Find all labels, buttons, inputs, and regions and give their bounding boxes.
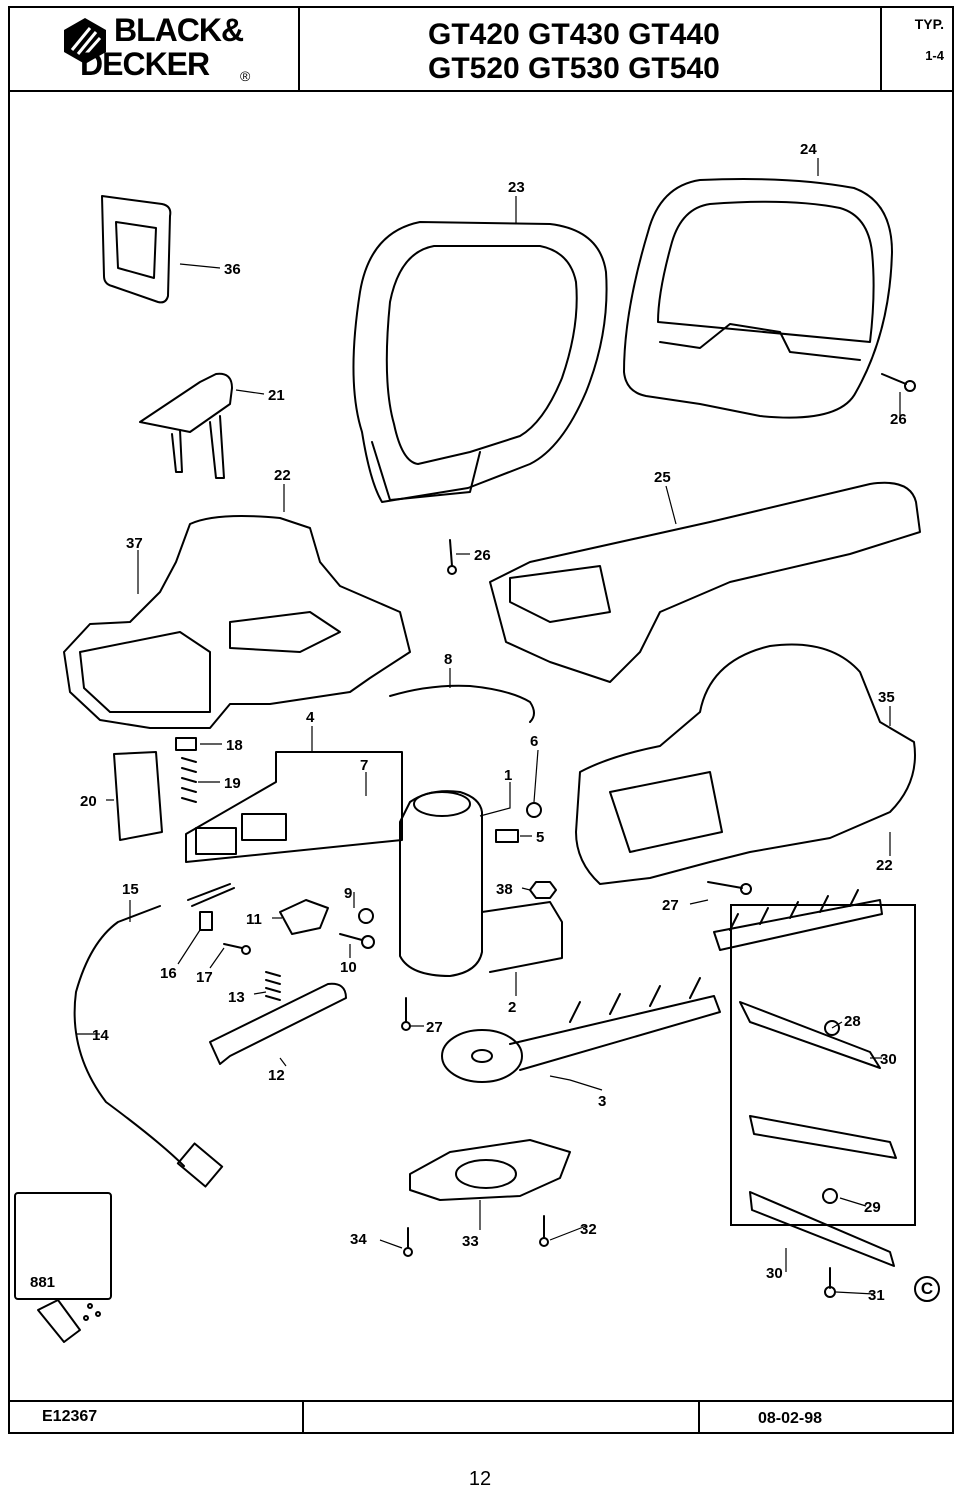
blade-detail-inset xyxy=(730,904,916,1226)
part-front-handle xyxy=(352,221,608,503)
drawing-number: E12367 xyxy=(42,1408,98,1425)
footer-drawing-cell: E12367 xyxy=(10,1402,304,1434)
revision-date: 08-02-98 xyxy=(758,1410,823,1427)
callout-31: 31 xyxy=(868,1287,885,1304)
registered-mark: ® xyxy=(240,68,251,84)
part-housing-right xyxy=(575,643,916,885)
callout-10: 10 xyxy=(340,959,357,976)
brand-logo: BLACK& DECKER ® xyxy=(10,8,300,90)
callout-11: 11 xyxy=(246,911,262,928)
part-nut-38 xyxy=(529,881,557,899)
part-housing-left xyxy=(63,515,411,729)
callout-33: 33 xyxy=(462,1233,479,1250)
part-clip-and-brush xyxy=(495,802,542,843)
part-cord-clamp xyxy=(199,911,251,955)
callout-20: 20 xyxy=(80,793,97,810)
type-value: 1-4 xyxy=(925,48,944,63)
callout-5: 5 xyxy=(536,829,544,846)
part-latch-group xyxy=(113,737,197,841)
callout-15: 15 xyxy=(122,881,139,898)
callout-14: 14 xyxy=(92,1027,109,1044)
callout-29: 29 xyxy=(864,1199,881,1216)
part-switch-module xyxy=(185,751,403,863)
part-screw-27a xyxy=(707,881,752,895)
exploded-view-svg: 24 23 36 21 26 22 25 37 26 8 35 4 18 6 2… xyxy=(37,141,921,1343)
callout-26-top: 26 xyxy=(890,411,907,428)
part-accessory-icon xyxy=(37,1299,101,1343)
leader-lines xyxy=(76,158,901,1295)
callout-3: 3 xyxy=(598,1093,606,1110)
part-blade-cover xyxy=(489,481,921,683)
callout-37: 37 xyxy=(126,535,143,552)
callout-26-mid: 26 xyxy=(474,547,491,564)
callout-34: 34 xyxy=(350,1231,367,1248)
callout-12: 12 xyxy=(268,1067,285,1084)
callout-28: 28 xyxy=(844,1013,861,1030)
type-cell: TYP. 1-4 xyxy=(882,8,952,90)
callout-23: 23 xyxy=(508,179,525,196)
part-inset-blades xyxy=(739,1001,897,1298)
parts-sheet: BLACK& DECKER ® GT420 GT430 GT440 GT520 … xyxy=(8,6,954,1434)
callout-36: 36 xyxy=(224,261,241,278)
type-label: TYP. xyxy=(914,16,944,32)
callout-38: 38 xyxy=(496,881,513,898)
callout-2: 2 xyxy=(508,999,516,1016)
callout-7: 7 xyxy=(360,757,368,774)
title-block: BLACK& DECKER ® GT420 GT430 GT440 GT520 … xyxy=(10,8,952,92)
exploded-view-drawing: 24 23 36 21 26 22 25 37 26 8 35 4 18 6 2… xyxy=(10,92,952,1402)
part-cord xyxy=(73,883,235,1188)
callout-21: 21 xyxy=(268,387,285,404)
callout-4: 4 xyxy=(306,709,315,726)
part-belt-clip xyxy=(101,195,172,304)
brand-name-line2: DECKER xyxy=(80,46,210,82)
callout-32: 32 xyxy=(580,1221,597,1238)
part-spring-13 xyxy=(265,971,281,1001)
callout-30-top: 30 xyxy=(880,1051,897,1068)
part-motor-fasteners xyxy=(339,908,375,949)
callout-16: 16 xyxy=(160,965,177,982)
callout-labels: 24 23 36 21 26 22 25 37 26 8 35 4 18 6 2… xyxy=(80,141,907,1304)
callout-18: 18 xyxy=(226,737,243,754)
callout-27-right: 27 xyxy=(662,897,679,914)
callout-24: 24 xyxy=(800,141,817,158)
callout-22-top: 22 xyxy=(274,467,291,484)
callout-25: 25 xyxy=(654,469,671,486)
part-switch-actuator xyxy=(279,899,329,935)
footer-date-cell: 08-02-98 xyxy=(700,1402,952,1434)
model-title: GT420 GT430 GT440 GT520 GT530 GT540 xyxy=(300,8,882,90)
accessory-box xyxy=(14,1192,112,1300)
callout-1: 1 xyxy=(504,767,512,784)
brand-name-line1: BLACK& xyxy=(114,12,244,48)
part-screw-26b xyxy=(447,539,457,575)
model-list-line1: GT420 GT430 GT440 xyxy=(428,18,720,51)
callout-19: 19 xyxy=(224,775,241,792)
part-rear-guard xyxy=(623,178,893,419)
callout-8: 8 xyxy=(444,651,452,668)
part-screws-bottom xyxy=(403,1215,549,1257)
part-motor xyxy=(399,790,563,977)
model-list-line2: GT520 GT530 GT540 xyxy=(428,52,720,85)
footer-block: E12367 08-02-98 xyxy=(10,1400,952,1434)
callout-17: 17 xyxy=(196,969,213,986)
part-switch-lever xyxy=(139,372,233,479)
part-blade-upper xyxy=(713,889,883,951)
callout-27-lower: 27 xyxy=(426,1019,443,1036)
callout-6: 6 xyxy=(530,733,538,750)
callout-30-bottom: 30 xyxy=(766,1265,783,1282)
callout-22-bottom: 22 xyxy=(876,857,893,874)
part-lock-off-lever xyxy=(209,982,347,1065)
part-gear-and-blade xyxy=(441,977,721,1083)
part-screw-27b xyxy=(401,997,411,1031)
brand-hex-icon xyxy=(64,18,106,64)
footer-blank-cell xyxy=(304,1402,700,1434)
part-screw-26a xyxy=(881,373,916,392)
callout-9: 9 xyxy=(344,885,352,902)
callout-13: 13 xyxy=(228,989,245,1006)
copyright-mark: C xyxy=(914,1276,940,1302)
page-number: 12 xyxy=(468,1468,492,1490)
part-gear-cover xyxy=(409,1139,571,1201)
callout-35: 35 xyxy=(878,689,895,706)
part-wire xyxy=(389,684,535,723)
accessory-label: 881 xyxy=(30,1274,56,1291)
